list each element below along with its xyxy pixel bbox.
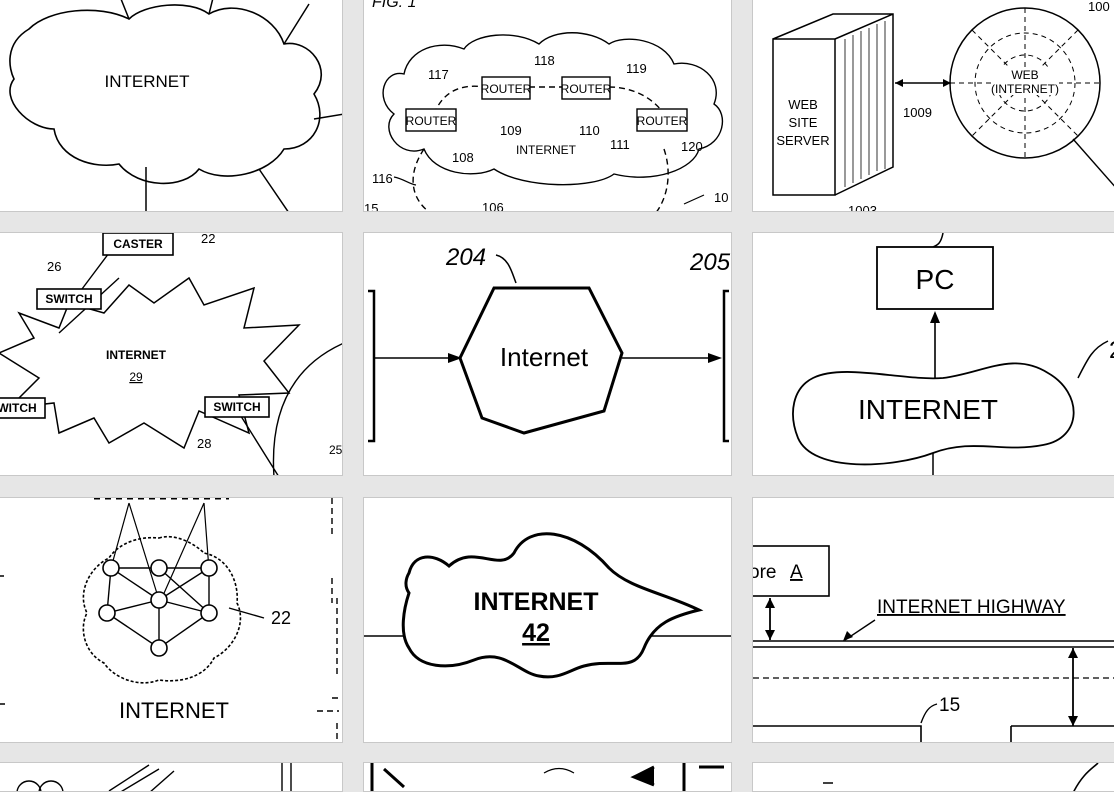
router-cloud-drawing: FIG. 1 ROUTER ROUTER ROUTER ROUTER INTER… <box>364 0 728 212</box>
partial-drawing <box>16 763 292 791</box>
patent-tile-star-internet[interactable]: CASTER SWITCH WITCH SWITCH INTERNET 29 2… <box>0 232 343 476</box>
web-label: (INTERNET) <box>991 82 1059 96</box>
patent-tile-cloud-internet[interactable]: INTERNET <box>0 0 343 212</box>
ref-number: 100 <box>1088 0 1110 14</box>
patent-tile-mesh-internet[interactable]: 22 INTERNET <box>0 497 343 743</box>
patent-tile-partial-3[interactable] <box>752 762 1114 792</box>
store-box-letter: A <box>790 562 803 583</box>
ref-number: 111 <box>610 137 630 152</box>
cloud-drawing: INTERNET <box>9 0 342 211</box>
internet-label: INTERNET <box>516 143 577 157</box>
internet-label: INTERNET <box>105 72 190 91</box>
patent-tile-pc-internet[interactable]: PC INTERNET 2 <box>752 232 1114 476</box>
ref-number: 117 <box>428 67 449 82</box>
pc-internet-drawing: PC INTERNET 2 <box>792 233 1114 475</box>
ref-number: 205 <box>689 249 731 276</box>
ref-number: 2 <box>1109 337 1114 364</box>
figure-label: FIG. 1 <box>372 0 416 11</box>
internet-highway-drawing: ore A INTERNET HIGHWAY 15 <box>753 545 1114 742</box>
internet-number: 42 <box>522 619 550 647</box>
router-label: ROUTER <box>481 82 532 96</box>
internet-label: Internet <box>500 342 589 372</box>
router-label: ROUTER <box>637 114 688 128</box>
internet-number: 29 <box>129 370 143 384</box>
ref-number: 204 <box>445 244 486 271</box>
switch-box-label: SWITCH <box>213 400 260 414</box>
internet-label: INTERNET <box>119 698 229 723</box>
ref-number: 118 <box>534 53 555 68</box>
blob-internet-drawing: INTERNET 42 <box>364 532 731 679</box>
web-server-drawing: WEB SITE SERVER 1009 WEB (INTERNET) 100 … <box>772 0 1114 212</box>
web-label: WEB <box>1011 68 1038 82</box>
ref-number: 22 <box>201 233 215 246</box>
ref-number: 1003 <box>848 203 877 212</box>
patent-tile-web-server[interactable]: WEB SITE SERVER 1009 WEB (INTERNET) 100 … <box>752 0 1114 212</box>
caster-box-label: CASTER <box>113 237 163 251</box>
switch-box-label: WITCH <box>0 401 37 415</box>
internet-label: INTERNET <box>106 348 167 362</box>
internet-label: INTERNET <box>858 394 998 425</box>
mesh-internet-drawing: 22 INTERNET <box>0 498 339 742</box>
pc-label: PC <box>916 264 955 295</box>
patent-tile-internet-highway[interactable]: ore A INTERNET HIGHWAY 15 <box>752 497 1114 743</box>
patent-tile-router-cloud[interactable]: FIG. 1 ROUTER ROUTER ROUTER ROUTER INTER… <box>363 0 732 212</box>
ref-number: 26 <box>47 259 61 274</box>
partial-drawing <box>370 763 724 791</box>
ref-number: 108 <box>452 150 474 165</box>
ref-number: 28 <box>197 436 211 451</box>
ref-number: 10 <box>714 190 728 205</box>
ref-number: 22 <box>271 608 291 628</box>
server-label: SERVER <box>776 133 829 148</box>
server-label: WEB <box>788 97 818 112</box>
patent-tile-partial-1[interactable] <box>0 762 343 792</box>
patent-tile-partial-2[interactable] <box>363 762 732 792</box>
highway-label: INTERNET HIGHWAY <box>877 597 1066 618</box>
ref-number: 106 <box>482 200 504 212</box>
store-box-label: ore <box>753 562 776 583</box>
ref-number: 110 <box>579 123 600 138</box>
patent-tile-blob-internet[interactable]: INTERNET 42 <box>363 497 732 743</box>
ref-number: 120 <box>681 139 703 154</box>
server-label: SITE <box>789 115 818 130</box>
switch-box-label: SWITCH <box>45 292 92 306</box>
hexagon-internet-drawing: Internet 204 205 <box>368 244 731 443</box>
ref-number: 1009 <box>903 105 932 120</box>
ref-number: 25 <box>329 443 343 457</box>
ref-number: 116 <box>372 171 393 186</box>
internet-label: INTERNET <box>474 588 599 616</box>
ref-number: 15 <box>364 201 378 212</box>
ref-number: 15 <box>939 695 960 716</box>
router-label: ROUTER <box>406 114 457 128</box>
router-label: ROUTER <box>561 82 612 96</box>
ref-number: 109 <box>500 123 522 138</box>
ref-number: 119 <box>626 61 647 76</box>
partial-drawing <box>823 763 1099 791</box>
star-internet-drawing: CASTER SWITCH WITCH SWITCH INTERNET 29 2… <box>0 233 343 475</box>
patent-tile-hexagon-internet[interactable]: Internet 204 205 <box>363 232 732 476</box>
